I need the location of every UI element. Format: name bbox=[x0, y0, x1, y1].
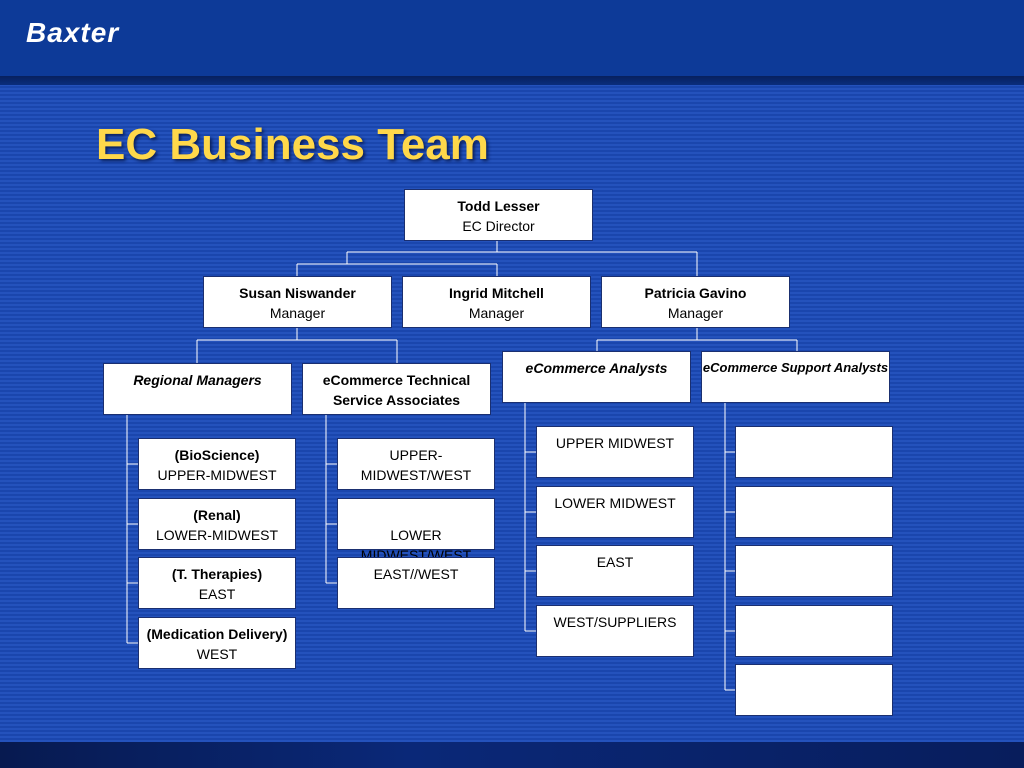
regional-division: (T. Therapies) bbox=[171, 566, 263, 582]
technical-item: EAST//WEST bbox=[337, 557, 495, 609]
manager-role: Manager bbox=[667, 305, 724, 321]
header-divider bbox=[0, 76, 1024, 85]
technical-region: EAST//WEST bbox=[373, 566, 459, 582]
regional-item: (T. Therapies) EAST bbox=[138, 557, 296, 609]
support-item bbox=[735, 605, 893, 657]
manager-role: Manager bbox=[468, 305, 525, 321]
group-support-analysts: eCommerce Support Analysts bbox=[701, 351, 890, 403]
support-item bbox=[735, 486, 893, 538]
support-item bbox=[735, 664, 893, 716]
regional-region: UPPER-MIDWEST bbox=[157, 467, 277, 483]
manager-box-susan: Susan Niswander Manager bbox=[203, 276, 392, 328]
director-role: EC Director bbox=[462, 218, 535, 234]
manager-role: Manager bbox=[269, 305, 326, 321]
slide-title: EC Business Team bbox=[96, 120, 489, 169]
manager-name: Ingrid Mitchell bbox=[449, 285, 544, 301]
director-name: Todd Lesser bbox=[457, 198, 540, 214]
group-ecommerce-analysts: eCommerce Analysts bbox=[502, 351, 691, 403]
header-bar bbox=[0, 0, 1024, 76]
analyst-item: WEST/SUPPLIERS bbox=[536, 605, 694, 657]
group-label: eCommerce Support Analysts bbox=[702, 360, 889, 375]
group-label: Regional Managers bbox=[133, 372, 262, 388]
regional-division: (Medication Delivery) bbox=[146, 626, 288, 642]
baxter-logo: Baxter bbox=[26, 17, 120, 48]
support-item bbox=[735, 426, 893, 478]
manager-name: Susan Niswander bbox=[239, 285, 356, 301]
manager-box-ingrid: Ingrid Mitchell Manager bbox=[402, 276, 591, 328]
group-label-line1: eCommerce Technical bbox=[322, 372, 471, 388]
analyst-region: UPPER MIDWEST bbox=[555, 435, 675, 451]
regional-region: WEST bbox=[196, 646, 238, 662]
manager-name: Patricia Gavino bbox=[644, 285, 747, 301]
analyst-region: WEST/SUPPLIERS bbox=[553, 614, 677, 630]
analyst-item: UPPER MIDWEST bbox=[536, 426, 694, 478]
regional-division: (Renal) bbox=[193, 507, 241, 523]
analyst-item: LOWER MIDWEST bbox=[536, 486, 694, 538]
regional-division: (BioScience) bbox=[174, 447, 260, 463]
technical-item: LOWER MIDWEST/WEST bbox=[337, 498, 495, 563]
technical-region: UPPER-MIDWEST/WEST bbox=[360, 447, 472, 483]
group-label-line2: Service Associates bbox=[332, 392, 461, 408]
analyst-region: EAST bbox=[596, 554, 634, 570]
regional-region: LOWER-MIDWEST bbox=[155, 527, 279, 543]
analyst-item: EAST bbox=[536, 545, 694, 597]
regional-item: (Medication Delivery) WEST bbox=[138, 617, 296, 669]
regional-item: (BioScience) UPPER-MIDWEST bbox=[138, 438, 296, 490]
regional-region: EAST bbox=[198, 586, 236, 602]
manager-box-patricia: Patricia Gavino Manager bbox=[601, 276, 790, 328]
technical-item: UPPER-MIDWEST/WEST bbox=[337, 438, 495, 490]
director-box: Todd Lesser EC Director bbox=[404, 189, 593, 241]
group-label: eCommerce Analysts bbox=[525, 360, 668, 376]
regional-item: (Renal) LOWER-MIDWEST bbox=[138, 498, 296, 550]
group-technical-associates: eCommerce Technical Service Associates bbox=[302, 363, 491, 415]
support-item bbox=[735, 545, 893, 597]
footer-bar bbox=[0, 742, 1024, 768]
analyst-region: LOWER MIDWEST bbox=[554, 495, 676, 511]
group-regional-managers: Regional Managers bbox=[103, 363, 292, 415]
